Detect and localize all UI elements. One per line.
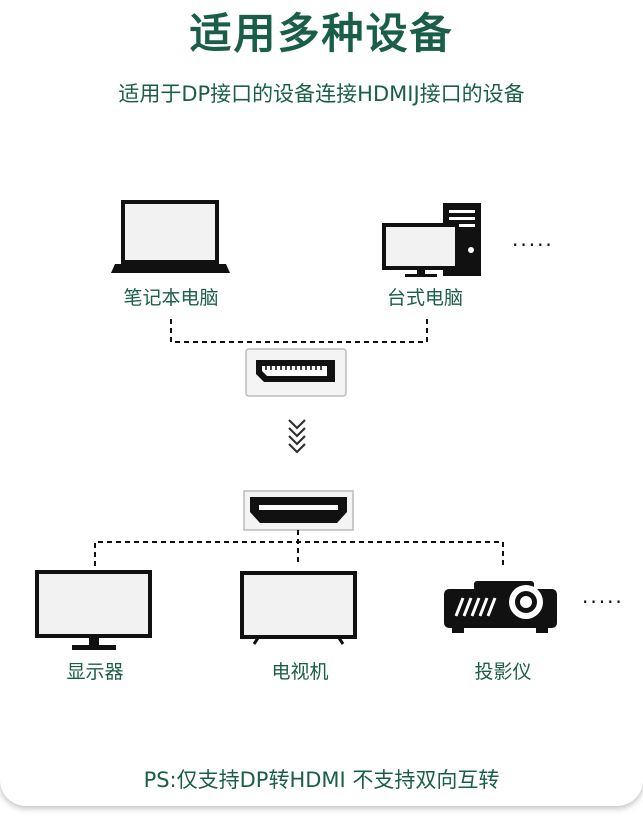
projector-icon [444,581,557,633]
monitor-icon [35,570,152,650]
more-sources-ellipsis: ····· [512,233,554,257]
page-title: 适用多种设备 [189,9,454,58]
more-targets-ellipsis: ····· [582,590,624,614]
page-subtitle: 适用于DP接口的设备连接HDMIJ接口的设备 [118,82,525,106]
tv-icon [240,571,357,645]
tv-label: 电视机 [271,661,329,683]
laptop-label: 笔记本电脑 [123,287,219,309]
hdmi-connector-icon [243,490,354,531]
target-connector-lines [94,530,504,566]
source-connector-lines [170,319,428,343]
down-chevrons-icon [288,419,306,454]
desktop-computer-icon [382,203,481,277]
displayport-connector-icon [245,348,347,397]
desktop-label: 台式电脑 [386,287,463,309]
projector-label: 投影仪 [474,661,532,683]
monitor-label: 显示器 [66,661,124,683]
laptop-icon [111,200,230,273]
footer-note: PS:仅支持DP转HDMI 不支持双向互转 [143,768,500,792]
